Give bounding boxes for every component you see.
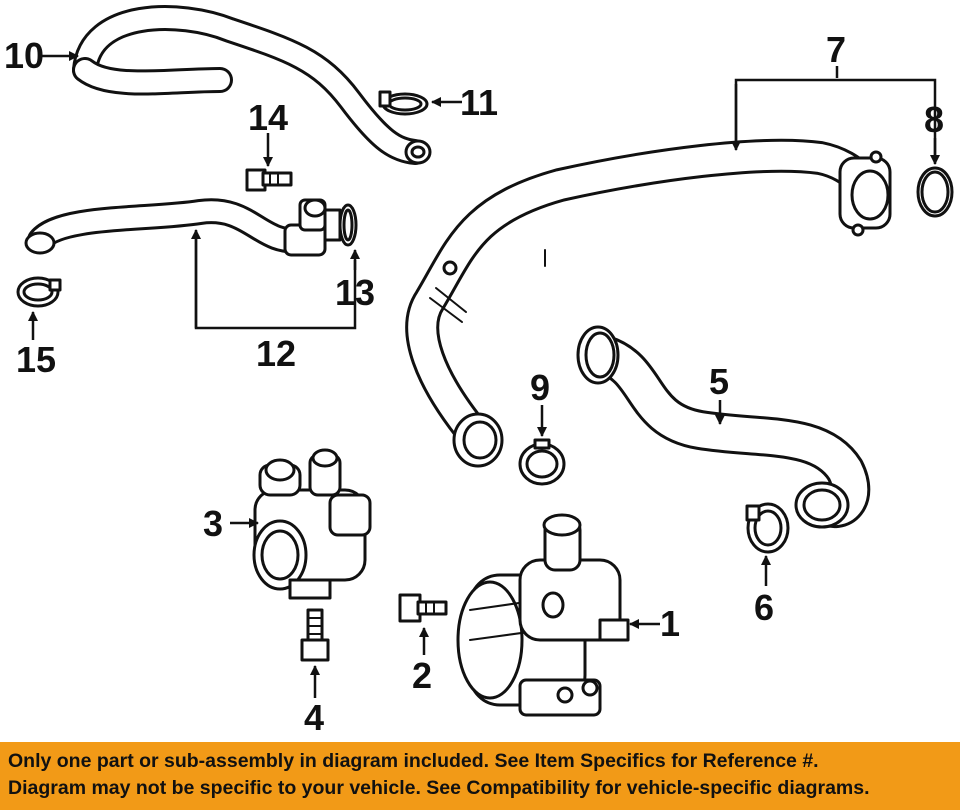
callout-12: 12 [256, 333, 296, 374]
callout-15: 15 [16, 339, 56, 380]
part-4-bolt [300, 608, 330, 662]
callout-9: 9 [530, 367, 550, 408]
part-3-thermostat-housing [252, 448, 372, 600]
part-2-bolt [398, 593, 448, 623]
callout-7: 7 [826, 29, 846, 70]
disclaimer-line-2: Diagram may not be specific to your vehi… [8, 777, 870, 799]
callout-11: 11 [460, 82, 498, 123]
callout-1: 1 [660, 603, 680, 644]
callout-14: 14 [248, 97, 288, 138]
callout-3: 3 [203, 503, 223, 544]
part-9-hose-clamp [518, 438, 566, 486]
callout-8: 8 [924, 99, 944, 140]
callout-6: 6 [754, 587, 774, 628]
part-14-bolt [245, 168, 293, 192]
part-1-water-pump [456, 513, 630, 717]
callout-13: 13 [335, 272, 375, 313]
part-15-hose-clamp [16, 276, 62, 308]
part-6-hose-clamp [745, 502, 790, 554]
disclaimer-banner: Only one part or sub-assembly in diagram… [0, 742, 960, 810]
part-7-coolant-pipe [405, 138, 892, 468]
callout-2: 2 [412, 655, 432, 696]
part-13-gasket [338, 203, 358, 247]
part-10-coolant-hose [72, 5, 432, 165]
callout-10: 10 [4, 35, 44, 76]
callout-5: 5 [709, 361, 729, 402]
part-8-o-ring [916, 166, 954, 218]
disclaimer-line-1: Only one part or sub-assembly in diagram… [8, 750, 819, 772]
part-11-hose-clamp [378, 90, 429, 116]
part-5-lower-hose [576, 325, 871, 529]
part-12-hose-assembly [24, 198, 342, 257]
callout-4: 4 [304, 697, 324, 738]
exploded-parts-diagram: 10 11 14 12 13 15 [4, 5, 954, 738]
